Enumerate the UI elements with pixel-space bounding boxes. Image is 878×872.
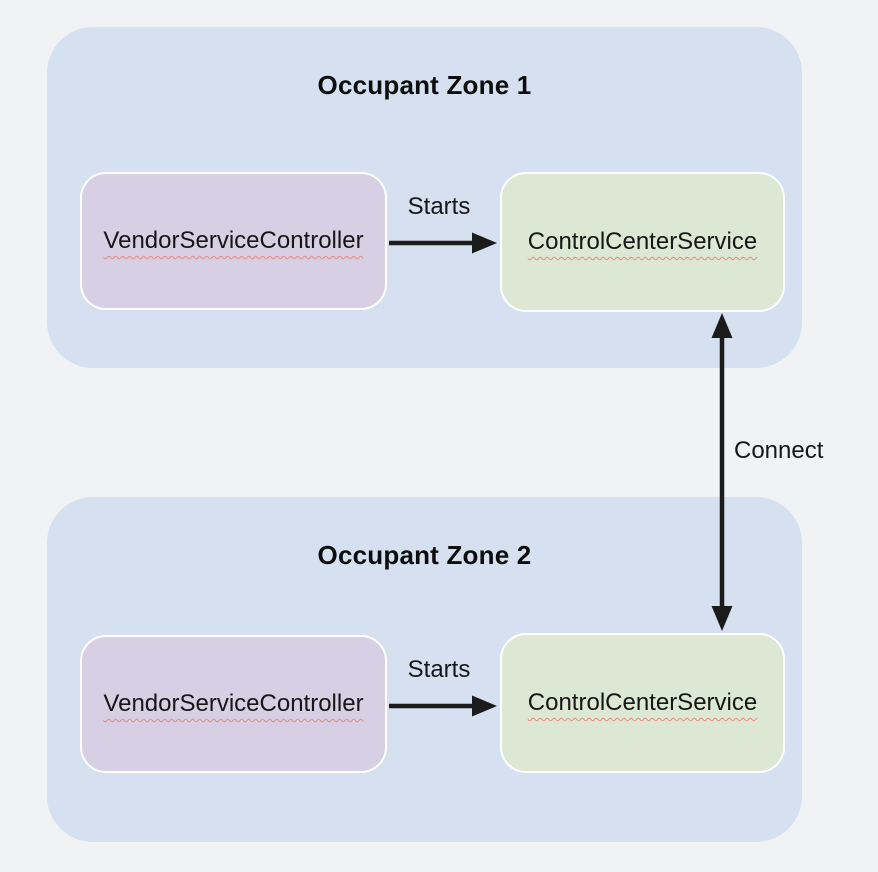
vendor-service-controller-box-zone2: VendorServiceController: [80, 635, 387, 773]
vendor-service-controller-label-zone1: VendorServiceController: [103, 227, 364, 254]
control-center-service-label-zone2: ControlCenterService: [527, 689, 758, 716]
control-center-service-box-zone1: ControlCenterService: [500, 172, 785, 312]
starts-edge-label-zone2: Starts: [407, 656, 471, 683]
vendor-service-controller-box-zone1: VendorServiceController: [80, 172, 387, 310]
zone-occupant-2: Occupant Zone 2 VendorServiceController …: [47, 497, 802, 842]
zone-occupant-1: Occupant Zone 1 VendorServiceController …: [47, 27, 802, 368]
zone-1-title: Occupant Zone 1: [317, 70, 532, 100]
starts-edge-label-zone1: Starts: [407, 193, 471, 220]
control-center-service-label-zone1: ControlCenterService: [527, 228, 758, 255]
connect-edge-label: Connect: [734, 437, 824, 464]
zone-2-title: Occupant Zone 2: [317, 540, 532, 570]
vendor-service-controller-label-zone2: VendorServiceController: [103, 690, 364, 717]
control-center-service-box-zone2: ControlCenterService: [500, 633, 785, 773]
